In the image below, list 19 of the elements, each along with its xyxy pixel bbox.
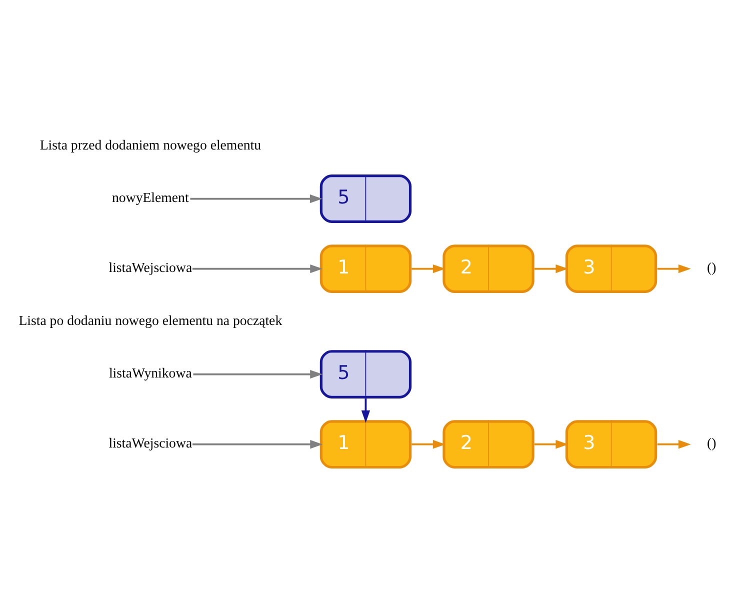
arrow [534,439,568,448]
arrow [412,439,446,448]
arrow [190,194,322,203]
label: Lista przed dodaniem nowego elementu [40,136,262,152]
node-text: nowyElement [112,190,189,205]
node-text: listaWejsciowa [108,435,192,450]
node-text: () [706,435,716,450]
arrow [412,264,446,273]
node-text: listaWejsciowa [108,260,192,275]
arrow [192,439,323,448]
arrow [534,264,568,273]
arrow [657,264,691,273]
node-text: () [706,260,716,275]
label: Lista po dodaniu nowego elementu na początek [18,312,282,328]
arrow [361,398,370,422]
arrow [193,369,323,378]
node-text: listaWynikowa [108,365,192,380]
arrow [192,264,323,273]
arrow [657,439,691,448]
